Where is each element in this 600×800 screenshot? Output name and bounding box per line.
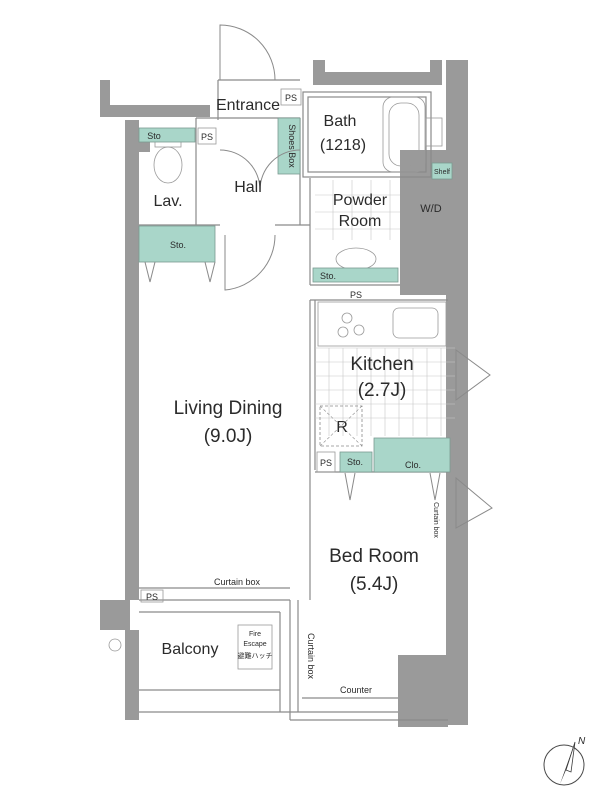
label-curtain-box-right: Curtain box: [432, 502, 439, 538]
sink: [335, 247, 377, 271]
label-fire-escape-1: Fire: [249, 631, 261, 638]
room-label-powder-2: Room: [339, 213, 382, 230]
bathtub: [382, 96, 426, 173]
label-ps-balcony: PS: [146, 592, 158, 602]
label-wd: W/D: [420, 203, 441, 215]
label-sto-kitchen: Sto.: [347, 457, 363, 467]
label-counter: Counter: [340, 685, 372, 695]
stove-burner: [341, 312, 353, 324]
room-label-living-dining: Living Dining: [174, 398, 283, 419]
room-size-kitchen: (2.7J): [358, 380, 407, 401]
label-curtain-box-bedroom: Curtain box: [306, 633, 316, 680]
room-label-lav: Lav.: [153, 193, 182, 210]
room-label-kitchen: Kitchen: [350, 354, 413, 375]
compass: N: [543, 736, 586, 786]
kitchen-tiles: [315, 347, 455, 436]
label-shelf: Shelf: [434, 169, 450, 176]
room-label-hall: Hall: [234, 179, 262, 196]
label-shoes-box: Shoes Box: [287, 124, 297, 168]
room-label-entrance: Entrance: [216, 97, 280, 114]
exterior-walls: [100, 60, 468, 727]
label-refrigerator: R: [336, 419, 348, 436]
room-label-balcony: Balcony: [162, 641, 219, 658]
room-label-bedroom: Bed Room: [329, 546, 419, 567]
room-label-bath: Bath: [324, 113, 357, 130]
room-label-powder-1: Powder: [333, 192, 388, 209]
refrigerator-space: [319, 405, 363, 447]
room-size-living-dining: (9.0J): [204, 426, 253, 447]
toilet: [153, 146, 183, 184]
label-ps-lav: PS: [201, 132, 213, 142]
label-sto-powder: Sto.: [320, 271, 336, 281]
fire-escape-hatch: [237, 624, 273, 670]
label-ps-kitchen: PS: [320, 458, 332, 468]
label-fire-escape-jp: 避難ハッチ: [238, 651, 273, 660]
label-curtain-box-living: Curtain box: [214, 577, 261, 587]
washer-dryer-box: [407, 182, 455, 232]
storage-areas: [138, 117, 453, 473]
label-sto-lav-top: Sto: [147, 131, 161, 141]
label-ps-entrance: PS: [285, 93, 297, 103]
room-size-bedroom: (5.4J): [350, 574, 399, 595]
label-closet: Clo.: [405, 460, 421, 470]
doors: [144, 24, 493, 529]
kitchen-sink: [392, 307, 439, 339]
room-size-bath: (1218): [320, 137, 366, 154]
powder-tiles: [315, 180, 400, 240]
label-sto-lav-bottom: Sto.: [170, 240, 186, 250]
compass-north-label: N: [578, 736, 586, 747]
label-fire-escape-2: Escape: [243, 641, 266, 648]
label-ps-corridor: PS: [350, 290, 362, 300]
